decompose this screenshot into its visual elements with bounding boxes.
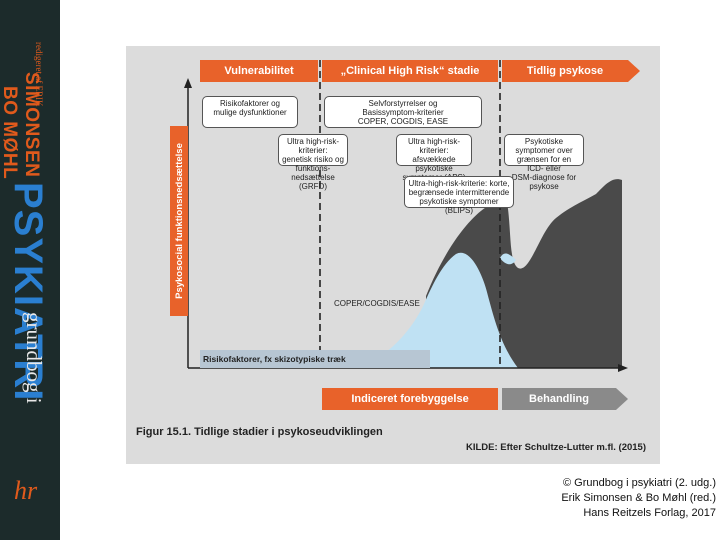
box-line: DSM-diagnose for psykose bbox=[511, 173, 577, 191]
copyright-line: Erik Simonsen & Bo Møhl (red.) bbox=[561, 492, 716, 504]
light-blue-curve bbox=[358, 252, 518, 368]
stage-arrow-tip bbox=[628, 60, 640, 82]
icd-dsm-box: Psykotiske symptomer over grænsen for en… bbox=[504, 134, 584, 191]
spine-author-1: SIMONSEN bbox=[21, 72, 42, 178]
basis-symptom-box: Selvforstyrrelser og Basissymptom-kriter… bbox=[324, 96, 482, 128]
grfd-box: Ultra high-risk-kriterier: genetisk risi… bbox=[278, 134, 348, 191]
blips-box: Ultra-high-risk-kriterie: korte, begræns… bbox=[404, 176, 514, 215]
coper-cogdis-ease-label: COPER/COGDIS/EASE bbox=[334, 299, 420, 308]
indicated-prevention-bar: Indiceret forebyggelse bbox=[322, 388, 498, 410]
box-line: genetisk risiko og funktions- bbox=[282, 155, 344, 173]
stage-early-psychosis: Tidlig psykose bbox=[502, 60, 628, 82]
x-axis-arrow bbox=[618, 364, 628, 372]
box-line: Risikofaktorer og bbox=[219, 99, 281, 108]
figure-source: KILDE: Efter Schultze-Lutter m.fl. (2015… bbox=[466, 442, 646, 453]
book-spine: redigeret af ERIK SIMONSEN BO MØHL PSYKI… bbox=[0, 0, 60, 540]
box-line: mulige dysfunktioner bbox=[213, 108, 287, 117]
copyright-line: Hans Reitzels Forlag, 2017 bbox=[583, 507, 716, 519]
aps-box: Ultra high-risk-kriterier: afsvækkede ps… bbox=[396, 134, 472, 182]
box-line: grænsen for en ICD- eller bbox=[516, 155, 572, 173]
treatment-arrow-tip bbox=[616, 388, 628, 410]
figure-caption: Figur 15.1. Tidlige stadier i psykoseudv… bbox=[136, 426, 383, 438]
y-axis-label: Psykosocial funktionsnedsættelse bbox=[170, 126, 188, 316]
box-line: psykotiske symptomer (BLIPS) bbox=[419, 197, 499, 215]
risk-factors-box: Risikofaktorer og mulige dysfunktioner bbox=[202, 96, 298, 128]
y-axis-arrow bbox=[184, 78, 192, 88]
box-line: Basissymptom-kriterier bbox=[362, 108, 444, 117]
box-line: Psykotiske symptomer over bbox=[515, 137, 573, 155]
light-blue-peak bbox=[500, 253, 516, 265]
stage-vulnerability: Vulnerabilitet bbox=[200, 60, 318, 82]
box-line: Selvforstyrrelser og bbox=[368, 99, 438, 108]
box-line: nedsættelse (GRFD) bbox=[291, 173, 335, 191]
stage-clinical-high-risk: „Clinical High Risk“ stadie bbox=[322, 60, 498, 82]
box-line: Ultra-high-risk-kriterie: korte, bbox=[408, 179, 510, 188]
box-line: afsvækkede psykotiske bbox=[412, 155, 456, 173]
treatment-bar: Behandling bbox=[502, 388, 616, 410]
stage-diagram: Vulnerabilitet „Clinical High Risk“ stad… bbox=[126, 46, 660, 464]
box-line: Ultra high-risk-kriterier: bbox=[286, 137, 339, 155]
publisher-logo: hr bbox=[14, 476, 38, 505]
spine-subtitle: grundbog i bbox=[22, 312, 46, 404]
box-line: Ultra high-risk-kriterier: bbox=[407, 137, 460, 155]
baseline-risk-label: Risikofaktorer, fx skizotypiske træk bbox=[200, 350, 430, 368]
box-line: begrænsede intermitterende bbox=[408, 188, 510, 197]
diagram-graphics bbox=[184, 60, 628, 372]
box-line: COPER, COGDIS, EASE bbox=[357, 117, 449, 126]
copyright-notice: © Grundbog i psykiatri (2. udg.) Erik Si… bbox=[561, 476, 716, 521]
copyright-line: © Grundbog i psykiatri (2. udg.) bbox=[562, 477, 716, 489]
spine-author-2: BO MØHL bbox=[0, 86, 20, 180]
